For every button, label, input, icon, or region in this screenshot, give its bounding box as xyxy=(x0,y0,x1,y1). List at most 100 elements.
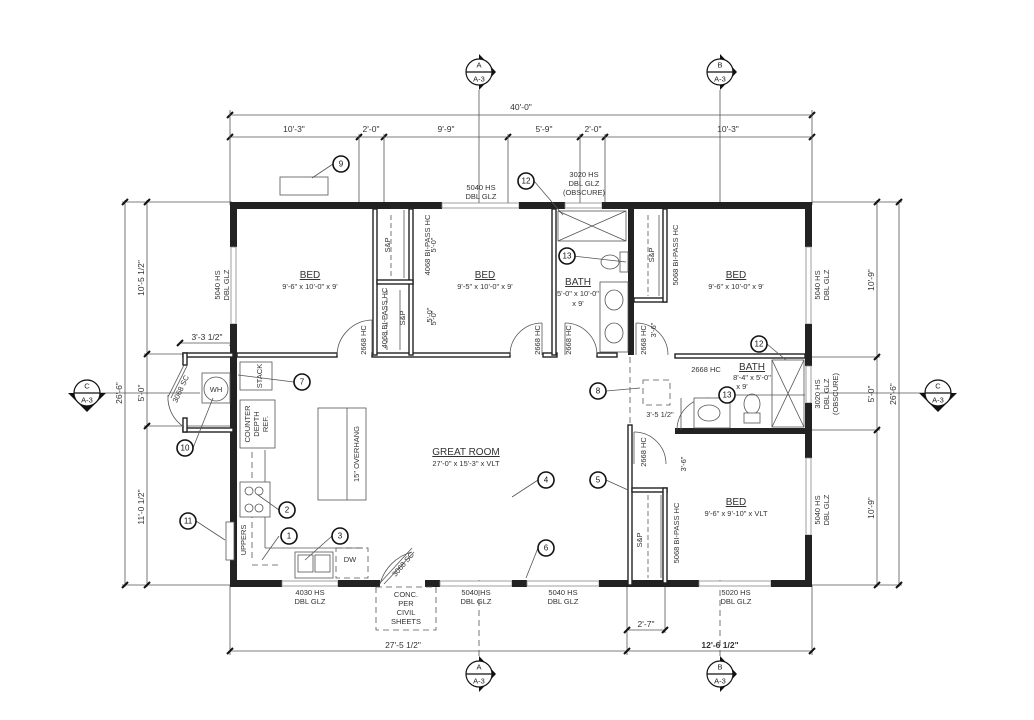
svg-text:5040 HS: 5040 HS xyxy=(548,588,577,597)
window-bottom-2 xyxy=(439,580,513,587)
svg-text:5'-0": 5'-0" xyxy=(429,310,438,325)
svg-text:(OBSCURE): (OBSCURE) xyxy=(563,188,606,197)
svg-text:4: 4 xyxy=(544,476,549,485)
section-marker-c-right[interactable]: CA-3 xyxy=(919,379,957,412)
section-marker-b-bottom[interactable]: BA-3 xyxy=(706,656,737,692)
keynote-5: 5 xyxy=(589,471,629,491)
svg-text:DBL GLZ: DBL GLZ xyxy=(569,179,600,188)
svg-text:13: 13 xyxy=(563,252,572,261)
window-bottom-3 xyxy=(526,580,600,587)
svg-text:REF.: REF. xyxy=(261,416,270,432)
svg-text:5040 HS: 5040 HS xyxy=(461,588,490,597)
refrigerator xyxy=(239,399,276,449)
window-labels: 5040 HS DBL GLZ 3020 HS DBL GLZ (OBSCURE… xyxy=(213,170,840,606)
keynote-6: 6 xyxy=(525,539,555,579)
window-bottom-4 xyxy=(698,580,772,587)
section-markers[interactable]: AA-3 B A-3 AA-3 B A-3 CA-3 CA-3 xyxy=(68,54,957,692)
svg-text:3: 3 xyxy=(338,532,343,541)
keynotes: 1 2 3 4 5 6 7 8 9 10 11 12 13 12 13 xyxy=(176,155,805,579)
svg-text:5040 HS: 5040 HS xyxy=(466,183,495,192)
keynote-4: 4 xyxy=(511,471,555,498)
svg-text:PER: PER xyxy=(398,599,414,608)
section-marker-b-top[interactable]: B A-3 xyxy=(706,54,737,90)
svg-text:A: A xyxy=(476,663,481,672)
svg-text:DBL GLZ: DBL GLZ xyxy=(548,597,579,606)
dim-right-total: 26'-6" xyxy=(888,383,898,405)
dim-top-total: 40'-0" xyxy=(510,102,532,112)
keynote-2: 2 xyxy=(257,494,296,519)
room-labels: BED 9'-6" x 10'-0" x 9' BED 9'-5" x 10'-… xyxy=(282,270,771,518)
svg-text:CONC.: CONC. xyxy=(394,590,418,599)
svg-text:3'-6": 3'-6" xyxy=(679,456,688,471)
range xyxy=(239,481,271,518)
svg-text:9: 9 xyxy=(339,160,344,169)
svg-text:3068 SC: 3068 SC xyxy=(390,550,416,579)
keynote-10: 10 xyxy=(176,397,214,457)
svg-text:DBL GLZ: DBL GLZ xyxy=(822,494,831,525)
keynote-11: 11 xyxy=(179,512,226,541)
window-left-1 xyxy=(230,246,237,325)
svg-text:4068 BI-PASS HC: 4068 BI-PASS HC xyxy=(423,214,432,275)
dim-top-seg: 2'-0" xyxy=(363,124,380,134)
window-bottom-1 xyxy=(281,580,339,587)
room-name-great-room: GREAT ROOM xyxy=(432,447,499,458)
svg-text:2: 2 xyxy=(285,506,290,515)
svg-text:7: 7 xyxy=(300,378,305,387)
svg-text:(OBSCURE): (OBSCURE) xyxy=(831,372,840,415)
svg-text:STACK: STACK xyxy=(255,364,264,388)
svg-text:12: 12 xyxy=(522,177,531,186)
svg-text:10: 10 xyxy=(181,444,190,453)
svg-text:DBL GLZ: DBL GLZ xyxy=(822,269,831,300)
svg-text:B: B xyxy=(717,61,722,70)
room-size-bed-1: 9'-6" x 10'-0" x 9' xyxy=(282,282,338,291)
svg-text:DBL GLZ: DBL GLZ xyxy=(721,597,752,606)
room-name-bath-2: BATH xyxy=(739,362,765,373)
svg-text:A-3: A-3 xyxy=(932,396,944,405)
svg-text:2668 HC: 2668 HC xyxy=(564,325,573,355)
svg-text:COUNTER: COUNTER xyxy=(243,405,252,443)
keynote-13b: 13 xyxy=(718,386,805,404)
svg-text:5040 HS: 5040 HS xyxy=(213,270,222,299)
svg-text:3020 HS: 3020 HS xyxy=(813,379,822,408)
svg-text:S&P: S&P xyxy=(383,237,392,252)
toilet-1 xyxy=(600,254,620,270)
exterior-walls xyxy=(230,202,812,587)
section-marker-a-bottom[interactable]: AA-3 xyxy=(465,656,496,692)
window-top-1 xyxy=(441,202,520,209)
dim-left-seg: 10'-5 1/2" xyxy=(136,260,146,296)
svg-text:DBL GLZ: DBL GLZ xyxy=(222,269,231,300)
dim-wh-closet: 3'-3 1/2" xyxy=(191,332,222,342)
section-marker-c-left[interactable]: CA-3 xyxy=(68,379,106,412)
svg-text:15" OVERHANG: 15" OVERHANG xyxy=(352,426,361,482)
svg-text:A-3: A-3 xyxy=(714,75,726,84)
svg-text:2668 HC: 2668 HC xyxy=(359,325,368,355)
svg-text:A: A xyxy=(476,61,481,70)
svg-text:B: B xyxy=(717,663,722,672)
svg-text:2668 HC: 2668 HC xyxy=(533,325,542,355)
dim-right-seg: 10'-9" xyxy=(866,497,876,519)
island xyxy=(317,407,367,501)
svg-text:8: 8 xyxy=(596,387,601,396)
room-name-bed-4: BED xyxy=(726,497,747,508)
svg-text:3'-6": 3'-6" xyxy=(649,322,658,337)
svg-text:DBL GLZ: DBL GLZ xyxy=(461,597,492,606)
keynote-9: 9 xyxy=(311,155,350,179)
svg-text:5040 HS: 5040 HS xyxy=(813,495,822,524)
svg-text:UPPERS: UPPERS xyxy=(239,525,248,556)
svg-text:13: 13 xyxy=(723,391,732,400)
room-name-bed-3: BED xyxy=(726,270,747,281)
top-dimensions: 40'-0" 10'-3" 2'-0" 9'-9" 5'-9" 2'-0" 10… xyxy=(226,102,816,205)
section-marker-a-top[interactable]: AA-3 xyxy=(465,54,496,90)
toilet-2 xyxy=(743,393,761,415)
svg-text:CIVIL: CIVIL xyxy=(397,608,416,617)
dim-right-seg: 10'-9" xyxy=(866,269,876,291)
keynote-13a: 13 xyxy=(558,247,627,265)
keynote-12a: 12 xyxy=(517,172,564,216)
svg-text:5: 5 xyxy=(596,476,601,485)
svg-text:5068 BI-PASS HC: 5068 BI-PASS HC xyxy=(671,224,680,285)
keynote-1: 1 xyxy=(261,527,298,561)
room-size-bath-1-h: x 9' xyxy=(572,299,584,308)
dim-left-seg: 11'-0 1/2" xyxy=(136,489,146,524)
fixtures xyxy=(201,176,805,631)
svg-text:6: 6 xyxy=(544,544,549,553)
